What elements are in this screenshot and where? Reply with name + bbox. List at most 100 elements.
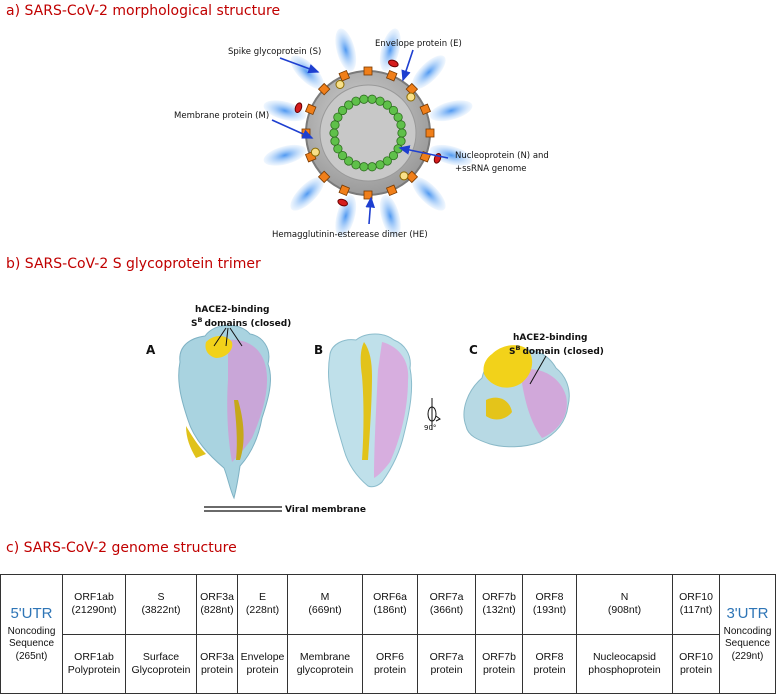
- he-arrow: [365, 196, 376, 225]
- envelope-protein: [406, 92, 416, 102]
- nucleoprotein-bead: [359, 162, 369, 172]
- a-pointer-right: [229, 327, 243, 347]
- nucleoprotein-bead: [344, 156, 354, 166]
- utr3-name: 3'UTR: [726, 604, 769, 622]
- membrane-protein-block: [385, 184, 398, 197]
- rotation-icon: [427, 398, 441, 430]
- nucleoprotein-bead: [351, 96, 361, 106]
- spike-glow: [379, 28, 401, 72]
- membrane-protein-block: [405, 170, 419, 184]
- spike-glow: [379, 194, 401, 238]
- nucleoprotein-bead: [329, 128, 339, 138]
- virion-diagram: Spike glycoprotein (S) Envelope protein …: [174, 28, 549, 240]
- membrane-protein-block: [338, 184, 351, 197]
- gene-cell-top: ORF6a (186nt): [362, 574, 418, 635]
- trimer-side-view-a: [178, 324, 271, 500]
- membrane-protein-block: [385, 69, 398, 82]
- rotation-label: 90°: [424, 424, 436, 432]
- gene-cell-top: ORF1ab (21290nt): [62, 574, 126, 635]
- gene-cell-bottom: ORF8 protein: [522, 633, 577, 694]
- membrane-protein-block: [419, 103, 432, 116]
- gene-cell-bottom: ORF3a protein: [196, 633, 238, 694]
- utr3-cell: 3'UTR Noncoding Sequence (229nt): [719, 574, 776, 694]
- gene-cell-top: M (669nt): [287, 574, 363, 635]
- envelope-protein: [399, 171, 409, 181]
- spike-glow: [290, 177, 324, 211]
- nucleoprotein-bead: [333, 112, 343, 122]
- panel-label-c: C: [469, 343, 478, 357]
- gene-cell-top: ORF10 (117nt): [672, 574, 720, 635]
- nucleoprotein-bead: [367, 162, 377, 172]
- membrane-protein-block: [405, 82, 419, 96]
- nucleoprotein-bead: [367, 94, 377, 104]
- envelope-protein: [310, 147, 320, 157]
- membrane-protein-block: [363, 66, 373, 76]
- membrane-arrow: [271, 119, 314, 139]
- spike-glow: [290, 55, 324, 89]
- section-c-title: c) SARS-CoV-2 genome structure: [6, 540, 237, 556]
- panel-label-b: B: [314, 343, 323, 357]
- trimer-side-view-b: [328, 333, 413, 488]
- nucleoprotein-bead: [333, 144, 343, 154]
- membrane-label: Viral membrane: [285, 505, 366, 515]
- spike-arrow: [279, 57, 320, 74]
- spike-glow: [412, 55, 446, 89]
- nucleoprotein-bead: [337, 150, 348, 161]
- label-nucleo-1: Nucleoprotein (N) and: [455, 151, 549, 161]
- c-pointer: [529, 355, 547, 385]
- gene-cell-top: S (3822nt): [125, 574, 197, 635]
- membrane-protein-block: [317, 82, 331, 96]
- label-he: Hemagglutinin-esterease dimer (HE): [272, 230, 428, 240]
- nucleoprotein-bead: [359, 94, 369, 104]
- label-spike: Spike glycoprotein (S): [228, 47, 321, 57]
- gene-cell-bottom: Surface Glycoprotein: [125, 633, 197, 694]
- membrane-protein-block: [363, 190, 373, 200]
- he-dimer: [294, 102, 303, 113]
- membrane-protein-block: [425, 128, 435, 138]
- gene-cell-bottom: ORF10 protein: [672, 633, 720, 694]
- gene-cell-bottom: ORF6 protein: [362, 633, 418, 694]
- nucleoprotein-bead: [396, 136, 406, 146]
- he-dimer: [388, 59, 399, 68]
- nucleoprotein-bead: [382, 156, 392, 166]
- gene-cell-bottom: Envelope protein: [237, 633, 288, 694]
- spike-glow: [335, 28, 357, 72]
- section-a-title: a) SARS-CoV-2 morphological structure: [6, 3, 281, 19]
- nucleoprotein-bead: [382, 100, 392, 110]
- gene-cell-top: E (228nt): [237, 574, 288, 635]
- nucleoprotein-bead: [375, 160, 385, 170]
- nucleoprotein-bead: [375, 96, 385, 106]
- nucleoprotein-bead: [396, 120, 406, 130]
- envelope-arrow: [401, 49, 414, 82]
- spike-glow: [412, 177, 446, 211]
- label-envelope: Envelope protein (E): [375, 39, 462, 49]
- nucleoprotein-bead: [344, 100, 354, 110]
- spike-glow: [429, 100, 473, 122]
- he-dimer: [337, 198, 348, 207]
- envelope-protein: [335, 80, 345, 90]
- gene-cell-bottom: ORF7b protein: [475, 633, 523, 694]
- gene-cell-bottom: ORF7a protein: [417, 633, 476, 694]
- nucleoprotein-bead: [351, 160, 361, 170]
- c-annotation-line1: hACE2-binding: [513, 333, 587, 343]
- nucleo-arrow: [398, 145, 449, 159]
- a-pointer-left: [213, 327, 227, 347]
- gene-cell-top: ORF8 (193nt): [522, 574, 577, 635]
- nucleoprotein-bead: [388, 105, 399, 116]
- trimer-top-view-c: [463, 345, 570, 448]
- nucleoprotein-bead: [388, 150, 399, 161]
- utr3-desc: Noncoding Sequence (229nt): [723, 625, 772, 662]
- nucleoprotein-bead: [397, 128, 407, 138]
- nucleoprotein-bead: [393, 112, 403, 122]
- nucleocapsid-ring: [329, 94, 407, 172]
- gene-cell-top: N (908nt): [576, 574, 673, 635]
- section-b-title: b) SARS-CoV-2 S glycoprotein trimer: [6, 256, 261, 272]
- label-nucleo-2: +ssRNA genome: [455, 164, 526, 174]
- gene-cell-bottom: Membrane glycoprotein: [287, 633, 363, 694]
